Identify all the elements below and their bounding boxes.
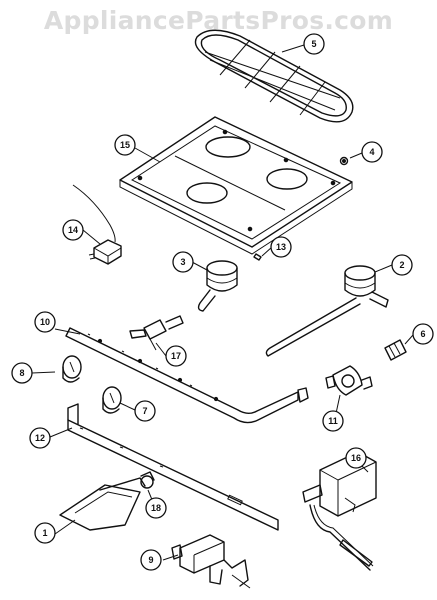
callout-4: 4 (361, 141, 383, 163)
callout-18: 18 (145, 497, 167, 519)
knob-left-drawing (62, 355, 82, 383)
grate-drawing (194, 29, 354, 123)
callout-3-number: 3 (180, 257, 185, 267)
burner-valve-drawing (129, 315, 184, 351)
screw-drawing (253, 253, 262, 261)
callout-14: 14 (62, 219, 84, 241)
callout-8-number: 8 (19, 368, 24, 378)
callout-7: 7 (134, 400, 156, 422)
manifold-bracket-drawing (67, 403, 279, 531)
callout-6-number: 6 (420, 329, 425, 339)
callout-2: 2 (391, 254, 413, 276)
callout-16-number: 16 (351, 453, 361, 463)
igniter-module-drawing (72, 184, 122, 265)
callout-17: 17 (165, 345, 187, 367)
surface-burner-right-drawing (265, 265, 389, 357)
valve-bracket-drawing (171, 534, 251, 589)
callout-13: 13 (270, 236, 292, 258)
callout-1-number: 1 (42, 528, 47, 538)
orifice-fitting-drawing (384, 339, 407, 361)
callout-13-number: 13 (276, 242, 286, 252)
callout-12: 12 (29, 427, 51, 449)
callout-15-number: 15 (120, 140, 130, 150)
callout-9: 9 (140, 549, 162, 571)
callout-6: 6 (412, 323, 434, 345)
callout-16: 16 (345, 447, 367, 469)
callout-2-number: 2 (399, 260, 404, 270)
callout-8: 8 (11, 362, 33, 384)
callout-5: 5 (303, 33, 325, 55)
leader-lines (31, 44, 414, 561)
burner-valve-bracket-drawing (59, 471, 155, 531)
callout-11: 11 (322, 410, 344, 432)
grommet-drawing (339, 156, 349, 166)
callout-17-number: 17 (171, 351, 181, 361)
callout-11-number: 11 (328, 416, 338, 426)
callout-4-number: 4 (369, 147, 374, 157)
callout-18-number: 18 (151, 503, 161, 513)
surface-burner-left-drawing (197, 260, 238, 312)
knob-right-drawing (102, 386, 122, 414)
pressure-regulator-drawing (325, 365, 373, 396)
burner-box-top-drawing (119, 116, 353, 255)
callout-7-number: 7 (142, 406, 147, 416)
callout-9-number: 9 (148, 555, 153, 565)
oven-thermostat-drawing (302, 451, 377, 571)
callout-14-number: 14 (68, 225, 78, 235)
callout-15: 15 (114, 134, 136, 156)
callout-5-number: 5 (311, 39, 316, 49)
callout-12-number: 12 (35, 433, 45, 443)
callout-10-number: 10 (40, 317, 50, 327)
callout-3: 3 (172, 251, 194, 273)
manifold-pipe-drawing (65, 327, 309, 424)
callout-1: 1 (34, 522, 56, 544)
callout-10: 10 (34, 311, 56, 333)
